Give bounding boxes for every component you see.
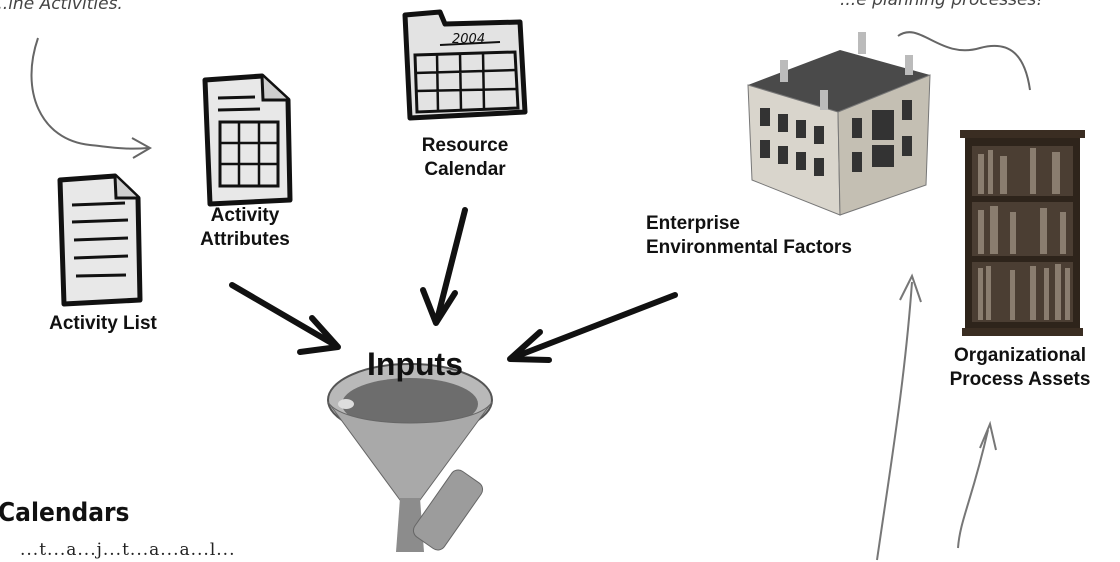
- calendar-year-text: 2004: [452, 32, 485, 47]
- hand-arrow-up-1: [876, 281, 913, 561]
- activity-list-label: Activity List: [49, 313, 157, 334]
- enterprise-factors-label: Enterprise Environmental Factors: [646, 213, 852, 258]
- building-icon: [747, 32, 931, 216]
- annotation-top-left: ...ine Activities.: [0, 0, 123, 14]
- annotation-top-right: ...e planning processes!: [840, 0, 1044, 10]
- hand-arrowhead-1: [899, 273, 922, 303]
- section-heading: Calendars: [0, 498, 130, 528]
- hand-curve-right: [897, 31, 1031, 91]
- org-assets-label: Organizational Process Assets: [949, 345, 1091, 390]
- hand-arrow-left: [30, 37, 149, 150]
- resource-calendar-label: Resource Calendar: [421, 135, 509, 180]
- calendar-icon: [402, 9, 528, 121]
- inputs-label: Inputs: [367, 346, 463, 382]
- hand-arrow-up-2: [957, 429, 989, 549]
- hand-arrowhead-2: [979, 420, 997, 451]
- bookshelf-icon: [960, 130, 1085, 336]
- input-arrows: [229, 207, 678, 363]
- body-text-fragment: ...t...a...j...t...a...a...l...: [20, 540, 236, 560]
- hand-arrowhead-left: [131, 137, 153, 159]
- attributes-document-icon: [202, 73, 293, 207]
- funnel-icon: [327, 363, 493, 552]
- activity-attributes-label: Activity Attributes: [200, 205, 290, 250]
- document-icon: [57, 173, 143, 307]
